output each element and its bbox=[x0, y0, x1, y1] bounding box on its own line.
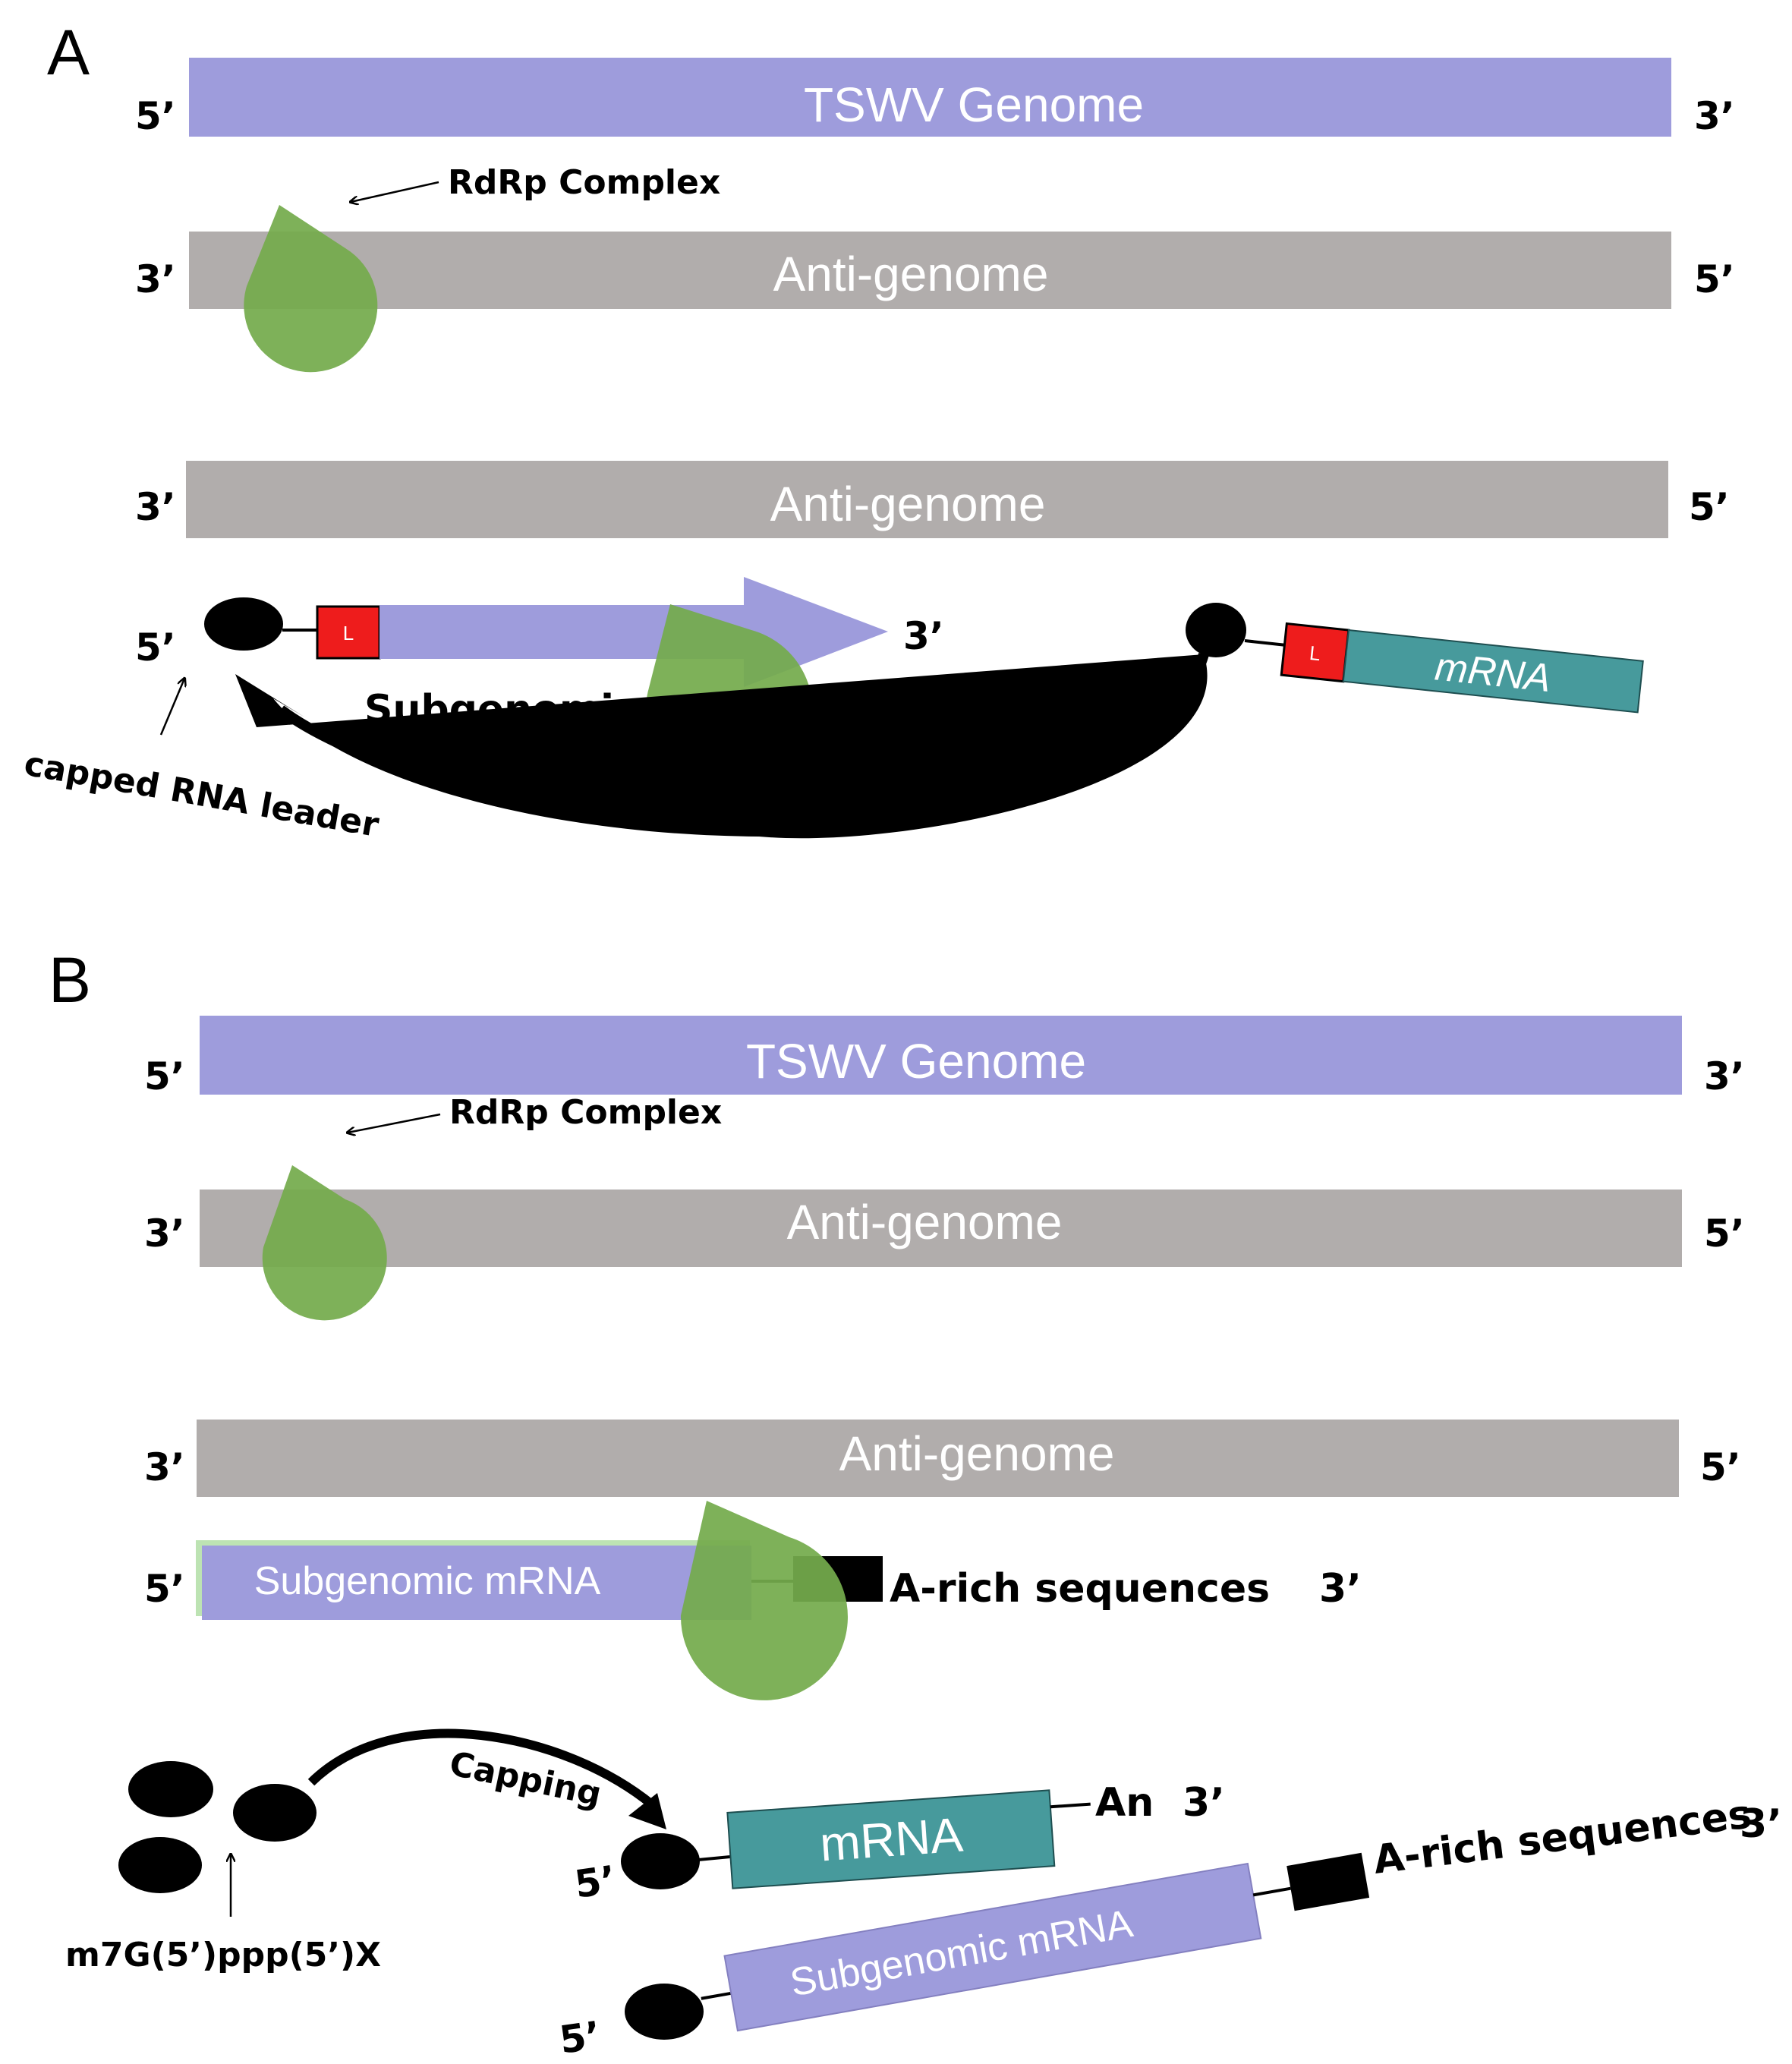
subgenomic2-5-end: 5’ bbox=[557, 2013, 603, 2062]
arich2-3-end: 3’ bbox=[1740, 1801, 1782, 1847]
subgenomic-label-b: Subgenomic mRNA bbox=[254, 1559, 601, 1603]
host-mrna-group: L mRNA bbox=[1280, 622, 1644, 714]
cap-icon bbox=[1186, 603, 1246, 657]
subgenomic-5-end-b: 5’ bbox=[144, 1567, 185, 1611]
genome-5-end-b: 5’ bbox=[144, 1054, 185, 1098]
rdrp-complex-icon bbox=[262, 1165, 387, 1321]
genome-bar-a bbox=[189, 58, 1671, 137]
subgenomic-bar-b bbox=[202, 1546, 751, 1620]
subgenomic-bar-b2 bbox=[723, 1862, 1262, 2032]
panel-a: A TSWV Genome 5’ 3’ Anti-genome 3’ 5’ Rd… bbox=[21, 17, 1735, 845]
subgenomic-arrow bbox=[380, 577, 888, 687]
panel-b: B TSWV Genome 5’ 3’ Anti-genome 3’ 5’ Rd… bbox=[49, 944, 1782, 2062]
panel-a-label: A bbox=[47, 17, 90, 88]
mrna-linker-b bbox=[698, 1855, 731, 1861]
mrna-label-b: mRNA bbox=[818, 1807, 965, 1872]
capping-label: Capping bbox=[446, 1744, 605, 1814]
mrna-5-end-b: 5’ bbox=[572, 1858, 619, 1907]
arich-block-b2 bbox=[1287, 1852, 1370, 1911]
anti-genome-label-a1: Anti-genome bbox=[773, 247, 1049, 301]
anti-genome-5-end-b2: 5’ bbox=[1700, 1445, 1741, 1489]
rdrp-complex-icon bbox=[244, 205, 378, 373]
anti-genome-bar-a1 bbox=[189, 232, 1671, 309]
leader-letter-a2: L bbox=[1309, 641, 1322, 665]
rdrp-label-a: RdRp Complex bbox=[448, 163, 720, 202]
cap-icon bbox=[204, 597, 283, 651]
mrna-group-b: mRNA bbox=[726, 1789, 1091, 1889]
anti-genome-3-end-a2: 3’ bbox=[135, 485, 176, 529]
subgenomic-5-end-a: 5’ bbox=[135, 626, 176, 670]
anti-genome-5-end-a1: 5’ bbox=[1694, 257, 1735, 301]
capping-arrow-icon bbox=[307, 1728, 656, 1809]
anti-genome-bar-b2 bbox=[197, 1420, 1679, 1497]
genome-label-b: TSWV Genome bbox=[746, 1034, 1086, 1089]
poly-a-3-end: 3’ bbox=[1183, 1780, 1225, 1826]
poly-a-label: An bbox=[1095, 1780, 1154, 1826]
genome-label-a: TSWV Genome bbox=[804, 77, 1144, 132]
genome-5-end-a: 5’ bbox=[135, 94, 176, 138]
rdrp-complex-icon bbox=[680, 1501, 848, 1700]
cap-snatching-arrow-body bbox=[277, 652, 1209, 830]
arich-3-end-b: 3’ bbox=[1319, 1566, 1362, 1612]
poly-a-linker bbox=[1050, 1802, 1091, 1809]
anti-genome-bar-b1 bbox=[200, 1190, 1682, 1267]
rdrp-callout-arrow-icon bbox=[351, 181, 439, 202]
capped-leader-label: capped RNA leader bbox=[21, 745, 382, 845]
anti-genome-label-b2: Anti-genome bbox=[839, 1426, 1115, 1481]
arich-label-b: A-rich sequences bbox=[890, 1566, 1270, 1612]
anti-genome-5-end-b1: 5’ bbox=[1704, 1212, 1745, 1256]
anti-genome-bar-a2 bbox=[186, 461, 1668, 538]
rdrp-label-b: RdRp Complex bbox=[449, 1093, 722, 1132]
anti-genome-3-end-b2: 3’ bbox=[144, 1445, 185, 1489]
anti-genome-3-end-b1: 3’ bbox=[144, 1212, 185, 1256]
mrna-bar-b bbox=[726, 1789, 1056, 1889]
genome-bar-b bbox=[200, 1016, 1682, 1095]
capped-leader-arrow-icon bbox=[159, 679, 184, 736]
host-cap-linker bbox=[1244, 639, 1287, 647]
anti-genome-label-a2: Anti-genome bbox=[770, 477, 1046, 531]
arich2-linker bbox=[1252, 1886, 1291, 1897]
cap-icon bbox=[128, 1761, 213, 1817]
cap-analog-label: m7G(5’)ppp(5’)X bbox=[65, 1936, 381, 1974]
capping-arrowhead bbox=[628, 1793, 666, 1829]
cap-icon bbox=[621, 1833, 700, 1889]
subgenomic2-linker bbox=[701, 1991, 732, 2000]
panel-b-label: B bbox=[49, 944, 91, 1016]
subgenomic-3-end-a: 3’ bbox=[903, 614, 944, 658]
anti-genome-5-end-a2: 5’ bbox=[1689, 485, 1730, 529]
cap-icon bbox=[118, 1837, 202, 1893]
arich2-label: A-rich sequences bbox=[1371, 1791, 1754, 1883]
cap-icon bbox=[625, 1984, 704, 2040]
cap-icon bbox=[233, 1784, 317, 1842]
cap-snatching-label: Cap snatching bbox=[639, 780, 906, 819]
leader-letter-a1: L bbox=[343, 622, 354, 644]
genome-3-end-a: 3’ bbox=[1694, 94, 1735, 138]
host-mrna-bar-a bbox=[1342, 629, 1644, 714]
genome-3-end-b: 3’ bbox=[1704, 1054, 1745, 1098]
anti-genome-label-b1: Anti-genome bbox=[787, 1195, 1063, 1249]
rdrp-callout-arrow-icon bbox=[348, 1113, 441, 1133]
anti-genome-3-end-a1: 3’ bbox=[135, 257, 176, 301]
